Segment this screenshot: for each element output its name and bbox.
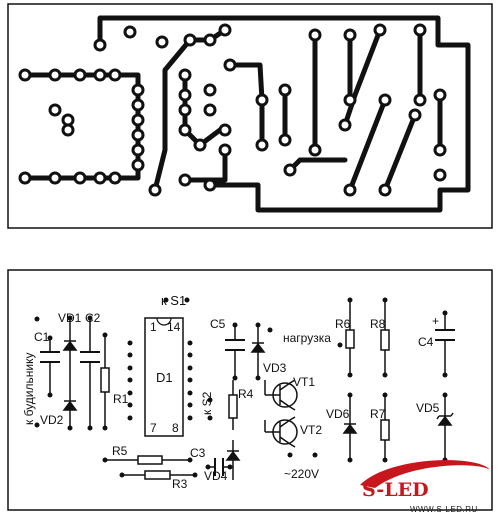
placement-board-outline: [7, 269, 493, 511]
label-r7: R7: [370, 407, 386, 421]
label-c1: C1: [34, 330, 50, 344]
label-vd3: VD3: [263, 361, 287, 375]
diode-vd5: [437, 415, 453, 426]
logo-url: WWW.S-LED.RU: [410, 505, 478, 514]
label-vt2: VT2: [300, 423, 322, 437]
label-c4: C4: [418, 335, 434, 349]
label-pin8: 8: [172, 421, 179, 435]
label-pin7: 7: [150, 421, 157, 435]
label-vd4: VD4: [204, 469, 228, 483]
label-c4-plus: +: [432, 314, 439, 328]
component-placement: к S1 VD1 C2 C1 R1 VD2 1 14 D1 7 8 C5 наг…: [7, 269, 493, 511]
label-alarm: к будильнику: [22, 353, 36, 425]
label-r1: R1: [113, 392, 129, 406]
label-vd1: VD1: [58, 311, 82, 325]
ic-d1: [144, 317, 184, 437]
label-pin14: 14: [167, 320, 181, 334]
label-d1: D1: [156, 370, 173, 385]
label-vd5: VD5: [416, 401, 440, 415]
label-r8: R8: [370, 317, 386, 331]
label-vd6: VD6: [326, 407, 350, 421]
diode-symbols: [62, 340, 454, 461]
logo-swoosh: [360, 460, 490, 488]
label-r4: R4: [238, 387, 254, 401]
pcb-trace-layout: [7, 3, 493, 229]
label-load: нагрузка: [283, 331, 331, 345]
label-voltage: ~220V: [284, 467, 319, 481]
transistor-vt1: [265, 379, 298, 411]
diode-vd4: [225, 450, 241, 461]
label-s1: к S1: [161, 293, 186, 308]
diode-vd3: [250, 342, 266, 353]
pcb-pads: [18, 23, 447, 197]
label-c3: C3: [190, 446, 206, 460]
label-r5: R5: [112, 444, 128, 458]
pcb-traces: [22, 15, 471, 213]
diode-vd6: [342, 423, 358, 434]
pcb-board-outline: [7, 3, 493, 229]
transistor-vt2: [265, 416, 298, 448]
diode-vd2: [62, 400, 78, 411]
label-c5: C5: [210, 317, 226, 331]
diode-vd1: [62, 340, 78, 351]
label-vt1: VT1: [293, 375, 315, 389]
label-vd2: VD2: [40, 413, 64, 427]
ic-d1-notch: [156, 317, 172, 326]
label-c2: C2: [85, 311, 101, 325]
label-r6: R6: [335, 317, 351, 331]
label-pin1: 1: [150, 320, 157, 334]
connector-dots: [34, 297, 448, 478]
label-s2: к S2: [200, 391, 214, 415]
label-r3: R3: [172, 477, 188, 491]
logo-brand: S-LED: [362, 479, 429, 501]
s-led-logo: S-LED WWW.S-LED.RU: [360, 460, 490, 514]
